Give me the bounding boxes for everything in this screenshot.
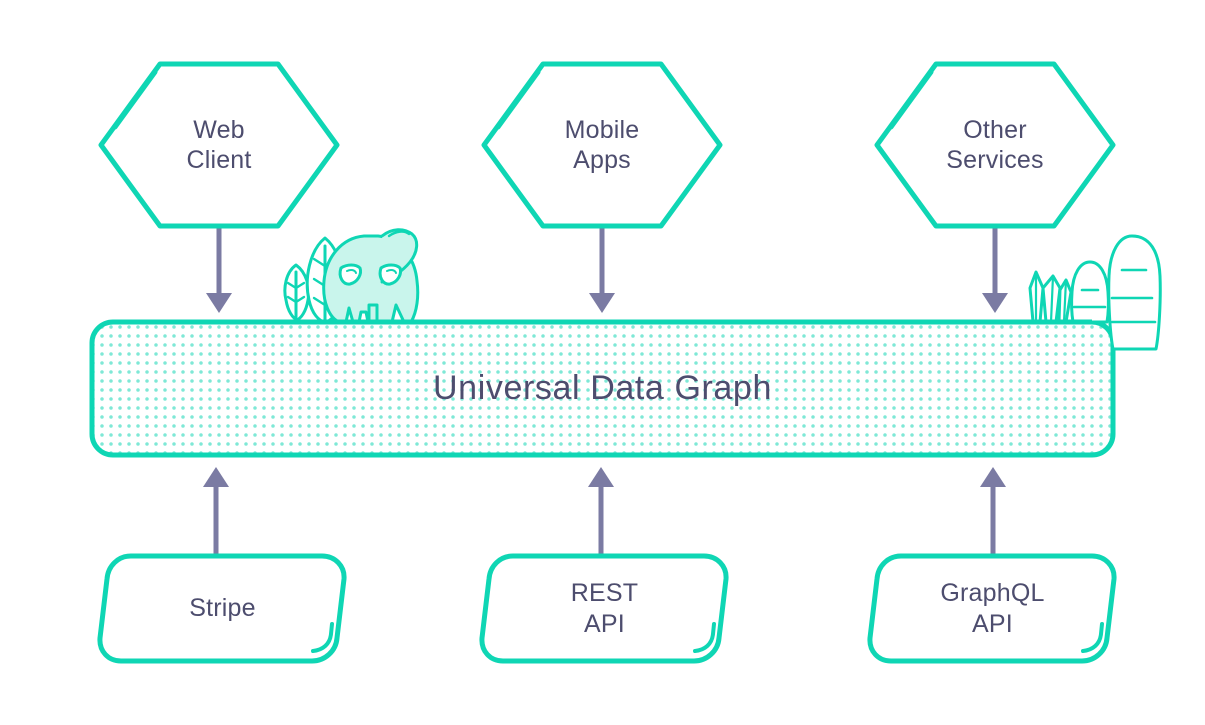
connector-arrows — [203, 226, 1008, 555]
crystal-cluster-icon — [1028, 270, 1073, 324]
node-web-client[interactable] — [98, 61, 340, 229]
arrow-stripe-to-banner — [203, 467, 229, 555]
node-other-services[interactable] — [874, 61, 1116, 229]
decoration-right-scene — [1028, 234, 1162, 351]
arrow-mobile-apps-to-banner — [589, 226, 615, 313]
node-universal-data-graph-banner[interactable] — [89, 319, 1116, 458]
arrow-rest-api-to-banner — [588, 467, 614, 555]
arrow-web-client-to-banner — [206, 226, 232, 313]
decoration-left-scene — [283, 228, 420, 324]
node-rest-api[interactable] — [479, 553, 729, 664]
cactus-icon — [1070, 234, 1162, 351]
node-graphql-api[interactable] — [867, 553, 1117, 664]
alien-mascot-icon — [322, 228, 420, 324]
node-mobile-apps[interactable] — [481, 61, 723, 229]
arrow-graphql-api-to-banner — [980, 467, 1006, 555]
banner-dot-fill — [92, 322, 1113, 455]
arrow-other-services-to-banner — [982, 226, 1008, 313]
node-stripe[interactable] — [97, 553, 347, 664]
